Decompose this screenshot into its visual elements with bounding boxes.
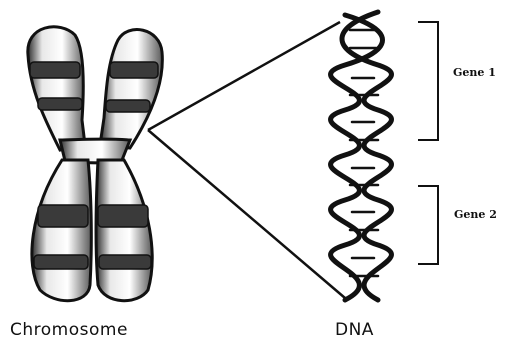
zoom-lines (148, 22, 345, 298)
chromosome-arm-upper-right (100, 30, 162, 148)
gene-brackets (418, 22, 438, 264)
chromosome-arm-lower-left (32, 160, 91, 301)
gene2-bracket (418, 186, 438, 264)
gene2-label: Gene 2 (454, 208, 497, 221)
chromosome-arm-upper-left (28, 27, 85, 150)
chromosome-arm-lower-right (96, 160, 152, 301)
gene1-bracket (418, 22, 438, 140)
gene1-label: Gene 1 (453, 66, 496, 79)
chromosome-label: Chromosome (10, 320, 128, 340)
dna-helix-icon (331, 12, 392, 300)
dna-label: DNA (335, 320, 374, 340)
